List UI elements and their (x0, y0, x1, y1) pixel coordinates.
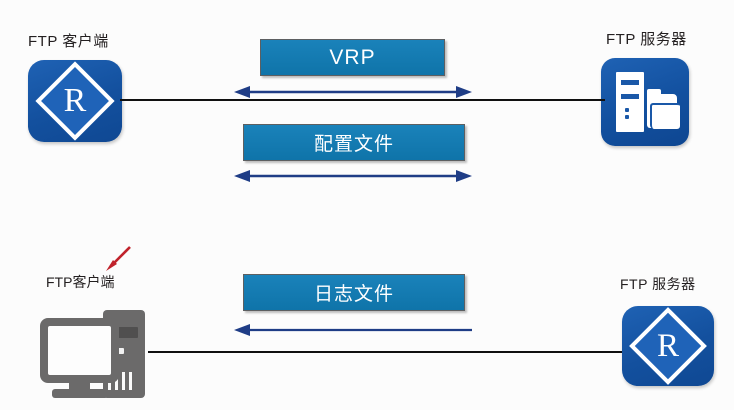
flow-arrow-vrp-bidirectional (234, 86, 472, 98)
ftp-server-label-top: FTP 服务器 (606, 31, 687, 48)
server-slot-1 (620, 79, 640, 86)
connection-line-top (120, 99, 605, 101)
computer-monitor-shape (40, 318, 119, 383)
computer-power-led (118, 348, 124, 354)
flow-arrow-log-leftward (234, 324, 472, 336)
server-slot-2 (620, 93, 640, 100)
server-tower-shape (616, 72, 644, 132)
folder-tab-shape (647, 89, 661, 96)
monitor-stand-neck (69, 382, 90, 390)
message-box-config-file: 配置文件 (243, 124, 465, 161)
flow-arrow-config-bidirectional (234, 170, 472, 182)
message-box-vrp: VRP (260, 39, 445, 76)
server-dot-1 (625, 108, 629, 112)
router-letter-r: R (63, 82, 87, 119)
monitor-stand-base (52, 389, 108, 398)
router-letter-r: R (656, 327, 679, 364)
vent-line (129, 372, 132, 390)
ftp-client-label-bottom: FTP客户端 (46, 274, 115, 290)
server-dot-2 (625, 115, 629, 119)
desktop-computer-icon (40, 310, 150, 403)
vent-line (122, 372, 125, 390)
ftp-client-label-top: FTP 客户端 (28, 33, 109, 50)
red-arrow-cursor-icon (106, 246, 131, 271)
file-server-icon (601, 58, 689, 146)
folder-front-shape (650, 103, 680, 129)
computer-screen (48, 326, 111, 375)
ftp-server-label-bottom: FTP 服务器 (620, 276, 696, 292)
message-box-log-file: 日志文件 (243, 274, 465, 311)
vent-line (115, 372, 118, 390)
router-icon-client-top: R (28, 60, 122, 142)
connection-line-bottom (148, 351, 626, 353)
computer-drive-bay (111, 327, 138, 338)
router-icon-server-bottom: R (622, 306, 714, 386)
